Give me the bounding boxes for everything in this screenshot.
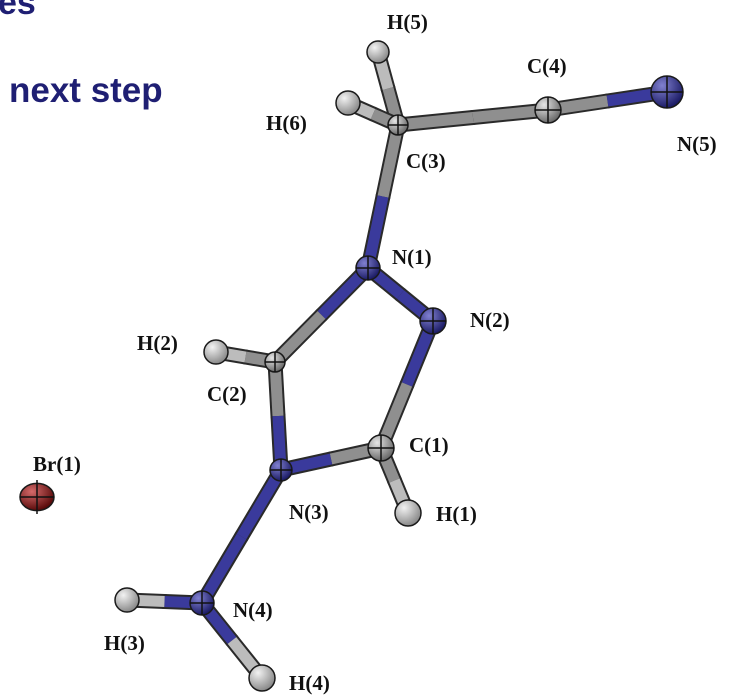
atom-label-n3: N(3)	[289, 500, 329, 524]
atom-label-br1: Br(1)	[33, 452, 81, 476]
atom-n5	[650, 75, 684, 109]
slide-title-fragment: es	[0, 0, 36, 22]
atom-label-c2: C(2)	[207, 382, 247, 406]
atom-label-h4: H(4)	[289, 671, 330, 695]
atom-c4	[534, 96, 562, 124]
atom-label-h2: H(2)	[137, 331, 178, 355]
atom-h4	[248, 664, 276, 692]
bond-c1-n3	[273, 440, 389, 478]
atom-br1	[19, 480, 55, 514]
atom-n3	[269, 458, 293, 482]
bond-n3-n4	[194, 462, 289, 611]
atom-label-n5: N(5)	[677, 132, 717, 156]
atom-label-h6: H(6)	[266, 111, 307, 135]
bond-c2-n3	[267, 354, 289, 478]
atom-label-c1: C(1)	[409, 433, 449, 457]
atom-label-n4: N(4)	[233, 598, 273, 622]
atom-label-h1: H(1)	[436, 502, 477, 526]
atom-h5	[366, 40, 390, 64]
bond-c3-c4	[390, 102, 556, 133]
atom-h2	[203, 339, 229, 365]
atom-c3	[387, 114, 409, 136]
atom-n1	[355, 255, 381, 281]
slide-subtitle: next step	[9, 71, 163, 110]
bond-n2-c1	[373, 313, 441, 456]
atom-label-c4: C(4)	[527, 54, 567, 78]
bond-c4-n5	[540, 84, 675, 118]
atom-label-c3: C(3)	[406, 149, 446, 173]
atom-n2	[419, 307, 447, 335]
bond-n1-c2	[267, 260, 376, 370]
atom-label-n2: N(2)	[470, 308, 510, 332]
atom-label-n1: N(1)	[392, 245, 432, 269]
atom-c2	[264, 351, 286, 373]
atom-h6	[335, 90, 361, 116]
atom-label-h5: H(5)	[387, 10, 428, 34]
atom-n4	[189, 590, 215, 616]
atom-h1	[394, 499, 422, 527]
atom-c1	[367, 434, 395, 462]
atom-h3	[114, 587, 140, 613]
atom-label-h3: H(3)	[104, 631, 145, 655]
